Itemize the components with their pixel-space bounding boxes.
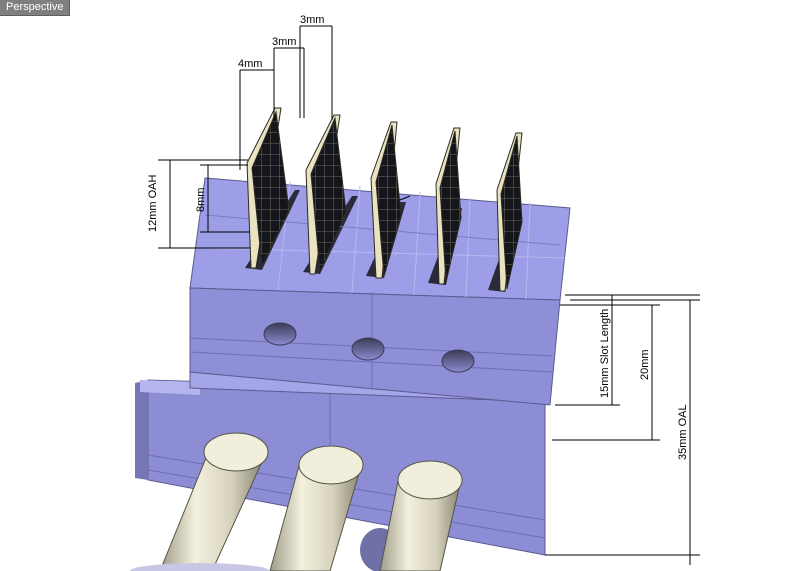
dim-3mm-label-b: 3mm [300, 14, 324, 26]
bolt-holes [263, 322, 475, 373]
tube-1 [159, 432, 269, 571]
fin-1 [246, 107, 290, 269]
dimension-lines [158, 25, 700, 565]
dim-4mm-label: 4mm [238, 58, 262, 70]
viewport-label-tab[interactable]: Perspective [0, 0, 71, 16]
tubes [130, 432, 463, 571]
fin-3 [370, 121, 402, 279]
tube-3 [379, 460, 463, 571]
dim-35mm-oal-label: 35mm OAL [677, 404, 689, 460]
dim-20mm-label: 20mm [639, 349, 651, 380]
dim-slot-length-label: 15mm Slot Length [599, 309, 611, 398]
fin-2 [305, 114, 347, 275]
dimension-labels: 4mm 3mm 3mm 12mm OAH 8mm 15mm Slot Lengt… [147, 14, 689, 460]
dim-3mm-label-a: 3mm [272, 36, 296, 48]
fin-4 [435, 127, 462, 285]
dim-8mm-label: 8mm [195, 188, 207, 212]
tube-2 [269, 445, 364, 571]
fin-5 [496, 132, 523, 292]
fins [246, 107, 523, 292]
dim-12mm-oah-label: 12mm OAH [147, 174, 159, 232]
